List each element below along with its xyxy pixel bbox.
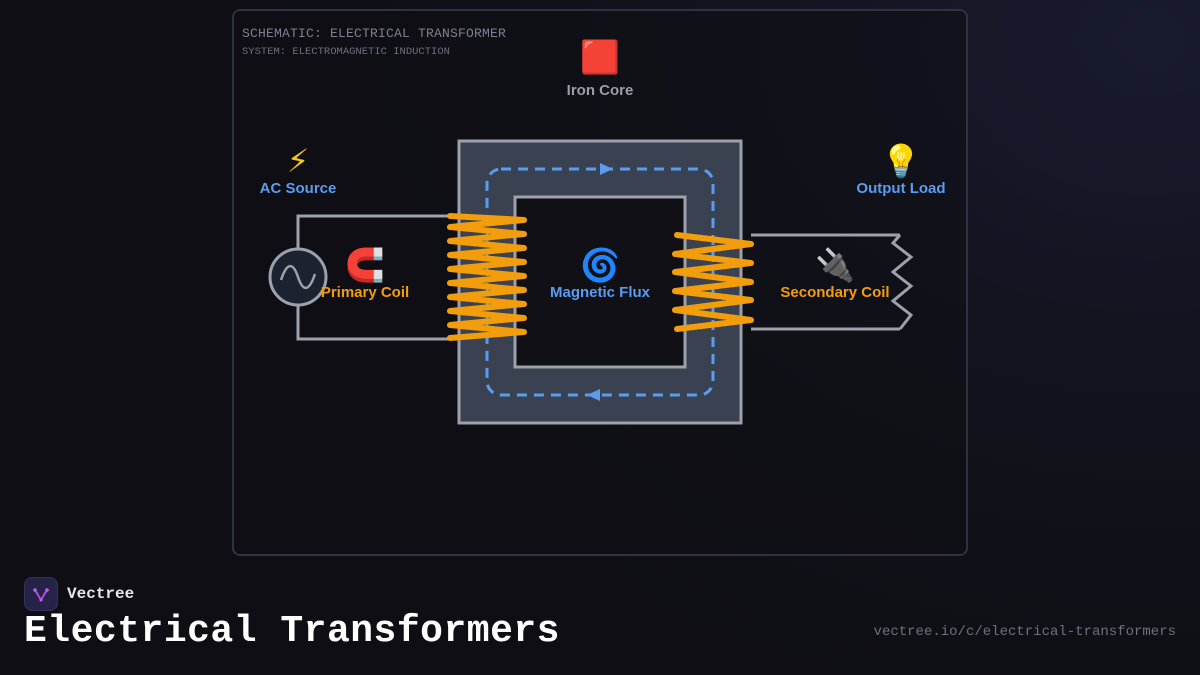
magnetic-flux-label: Magnetic Flux (549, 284, 651, 301)
cyclone-icon: 🌀 (580, 246, 620, 284)
secondary-coil-winding (672, 232, 754, 332)
red-square-icon: 🟥 (580, 38, 620, 76)
brand: Vectree (24, 577, 134, 611)
primary-circuit-wire (296, 214, 449, 341)
magnet-icon: 🧲 (345, 246, 385, 284)
page-title: Electrical Transformers (24, 610, 560, 653)
load-resistor (890, 234, 914, 330)
iron-core (457, 139, 743, 425)
lightning-icon: ⚡ (286, 142, 310, 180)
secondary-coil-node: 🔌 Secondary Coil (780, 246, 889, 301)
light-bulb-icon: 💡 (881, 142, 921, 180)
plug-icon: 🔌 (815, 246, 855, 284)
primary-coil-label: Primary Coil (320, 284, 410, 301)
secondary-circuit-wire (751, 233, 900, 331)
secondary-coil-label: Secondary Coil (780, 284, 890, 301)
ac-source-label: AC Source (259, 180, 337, 197)
magnetic-flux-node: 🌀 Magnetic Flux (550, 246, 650, 301)
iron-core-node: 🟥 Iron Core (567, 38, 634, 99)
output-load-label: Output Load (856, 180, 946, 197)
primary-coil-node: 🧲 Primary Coil (321, 246, 409, 301)
iron-core-label: Iron Core (566, 82, 634, 99)
ac-source-node: ⚡ AC Source (260, 142, 337, 197)
flux-path (485, 163, 715, 401)
output-load-node: 💡 Output Load (856, 142, 945, 197)
page-url[interactable]: vectree.io/c/electrical-transformers (873, 624, 1176, 640)
schematic-subtitle: SYSTEM: ELECTROMAGNETIC INDUCTION (242, 46, 450, 58)
vectree-logo-icon (24, 577, 58, 611)
schematic-title: SCHEMATIC: ELECTRICAL TRANSFORMER (242, 26, 507, 41)
primary-coil-winding (447, 213, 527, 341)
ac-source-symbol (268, 247, 328, 307)
brand-name: Vectree (67, 585, 135, 603)
